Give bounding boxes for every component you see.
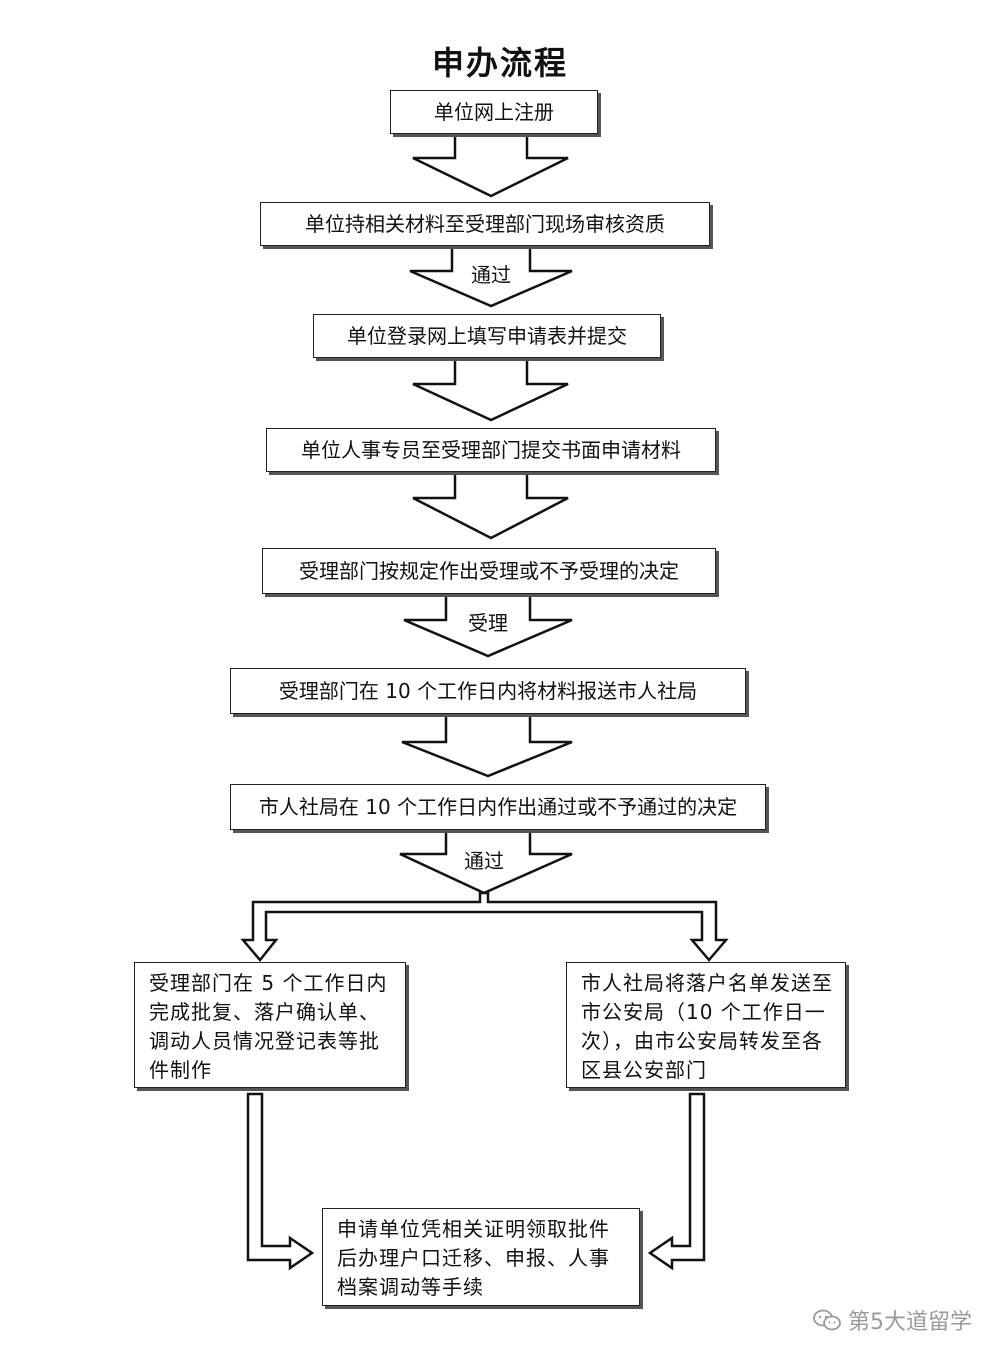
down-arrow-3 — [412, 357, 569, 422]
step-4-box: 单位人事专员至受理部门提交书面申请材料 — [266, 428, 716, 472]
split-connector — [240, 891, 729, 962]
down-arrow-7 — [399, 829, 573, 895]
final-step-box: 申请单位凭相关证明领取批件后办理户口迁移、申报、人事档案调动等手续 — [322, 1208, 640, 1306]
arrow-label-pass-2: 通过 — [464, 849, 504, 873]
step-1-box: 单位网上注册 — [390, 90, 598, 134]
step-7-box: 市人社局在 10 个工作日内作出通过或不予通过的决定 — [230, 784, 766, 830]
step-5-box: 受理部门按规定作出受理或不予受理的决定 — [262, 548, 716, 594]
arrow-label-pass-1: 通过 — [471, 263, 511, 287]
right-to-final-arrow — [647, 1092, 706, 1271]
branch-left-box: 受理部门在 5 个工作日内完成批复、落户确认单、调动人员情况登记表等批件制作 — [134, 962, 406, 1088]
step-2-box: 单位持相关材料至受理部门现场审核资质 — [260, 202, 710, 246]
step-3-box: 单位登录网上填写申请表并提交 — [313, 314, 661, 358]
down-arrow-1 — [412, 132, 569, 198]
down-arrow-2 — [409, 245, 573, 308]
down-arrow-5 — [403, 593, 573, 658]
watermark-text: 第5大道留学 — [848, 1310, 972, 1335]
step-6-box: 受理部门在 10 个工作日内将材料报送市人社局 — [230, 668, 746, 714]
wechat-icon — [813, 1309, 841, 1331]
down-arrow-6 — [401, 713, 573, 778]
down-arrow-4 — [412, 471, 569, 540]
arrow-label-accept: 受理 — [468, 611, 508, 635]
branch-right-box: 市人社局将落户名单发送至市公安局（10 个工作日一次），由市公安局转发至各区县公… — [566, 962, 846, 1088]
page-title: 申办流程 — [431, 44, 568, 82]
watermark: 第5大道留学 — [812, 1304, 972, 1336]
left-to-final-arrow — [246, 1092, 315, 1271]
